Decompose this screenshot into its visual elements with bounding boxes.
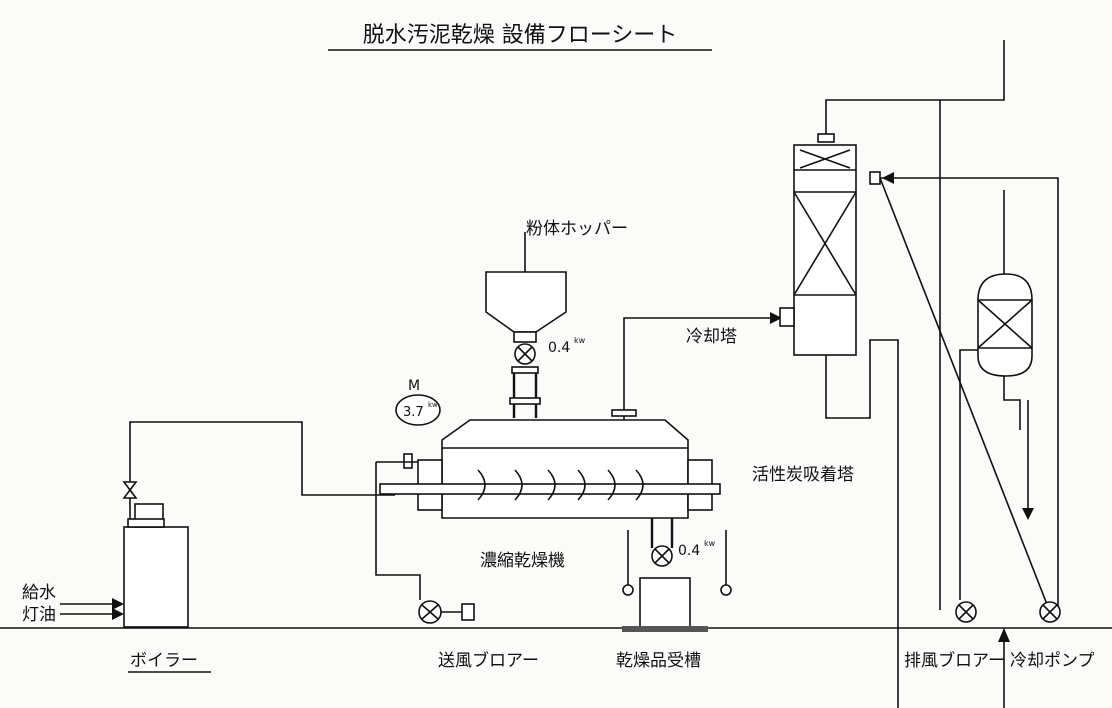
activated-carbon-tower — [977, 273, 1033, 377]
cooling-drain — [825, 339, 899, 708]
kerosene-arrow — [112, 608, 124, 620]
exhaust-blower — [955, 601, 977, 623]
drain-valve-left — [622, 584, 634, 596]
carbon-bottom-pipe — [1003, 376, 1021, 430]
feed-water-arrow — [112, 598, 124, 610]
hopper-power-unit: kw — [574, 336, 586, 345]
vapor-flange — [611, 409, 637, 417]
carbon-inlet — [959, 349, 978, 600]
steam-pipe — [129, 421, 395, 519]
cooling-tower — [793, 144, 857, 356]
hopper-rotary-valve — [514, 343, 536, 365]
steam-flange — [403, 453, 413, 469]
powder-hopper — [485, 271, 567, 343]
motor-power-value: 3.7 — [403, 405, 424, 420]
tower-top-nozzle — [817, 133, 835, 143]
diagonal-pipe — [879, 177, 1051, 613]
blower-duct — [375, 462, 421, 600]
feed-water-label: 給水 — [22, 583, 56, 603]
dryer-label: 濃縮乾燥機 — [480, 551, 565, 571]
tank-power-value: 0.4 — [678, 543, 700, 559]
blower-label: 送風ブロアー — [438, 650, 539, 671]
page-title: 脱水汚泥乾燥 設備フローシート — [363, 23, 678, 48]
concentration-dryer — [379, 419, 721, 519]
boiler — [123, 503, 189, 628]
vapor-line — [623, 317, 780, 420]
tank-power-unit: kw — [704, 539, 716, 548]
dryer-paddles — [477, 469, 644, 501]
drain-valve-right — [720, 584, 732, 596]
exhaust-stack — [825, 40, 1005, 134]
motor-icon — [395, 394, 441, 426]
tank-rotary-valve — [651, 545, 673, 567]
spray-nozzle — [869, 171, 881, 185]
motor-power-unit: kw — [428, 401, 438, 409]
makeup-arrow — [998, 628, 1010, 642]
cooling-pump-label: 冷却ポンプ — [1010, 651, 1095, 671]
boiler-valve — [122, 481, 138, 499]
hopper-flange — [511, 366, 539, 374]
motor-m-label: M — [408, 378, 420, 394]
kerosene-label: 灯油 — [22, 605, 56, 625]
cooling-return — [880, 177, 1059, 612]
powder-hopper-label: 粉体ホッパー — [526, 219, 628, 239]
hopper-power-value: 0.4 — [548, 340, 570, 356]
boiler-label: ボイラー — [130, 651, 198, 671]
blower — [418, 600, 475, 624]
carbon-outlet-arrow — [1022, 508, 1034, 520]
tank-label: 乾燥品受槽 — [616, 651, 701, 671]
tank-base — [622, 626, 708, 632]
cooling-pump — [1039, 601, 1061, 623]
cooling-tower-label: 冷却塔 — [686, 327, 737, 347]
dried-product-tank — [639, 577, 691, 629]
carbon-tower-label: 活性炭吸着塔 — [752, 465, 854, 485]
return-arrow — [882, 172, 894, 184]
chute-flange — [509, 397, 541, 405]
exhaust-blower-label: 排風ブロアー — [904, 650, 1005, 671]
cooling-inlet-nozzle — [779, 307, 795, 327]
vapor-arrow — [770, 312, 782, 324]
